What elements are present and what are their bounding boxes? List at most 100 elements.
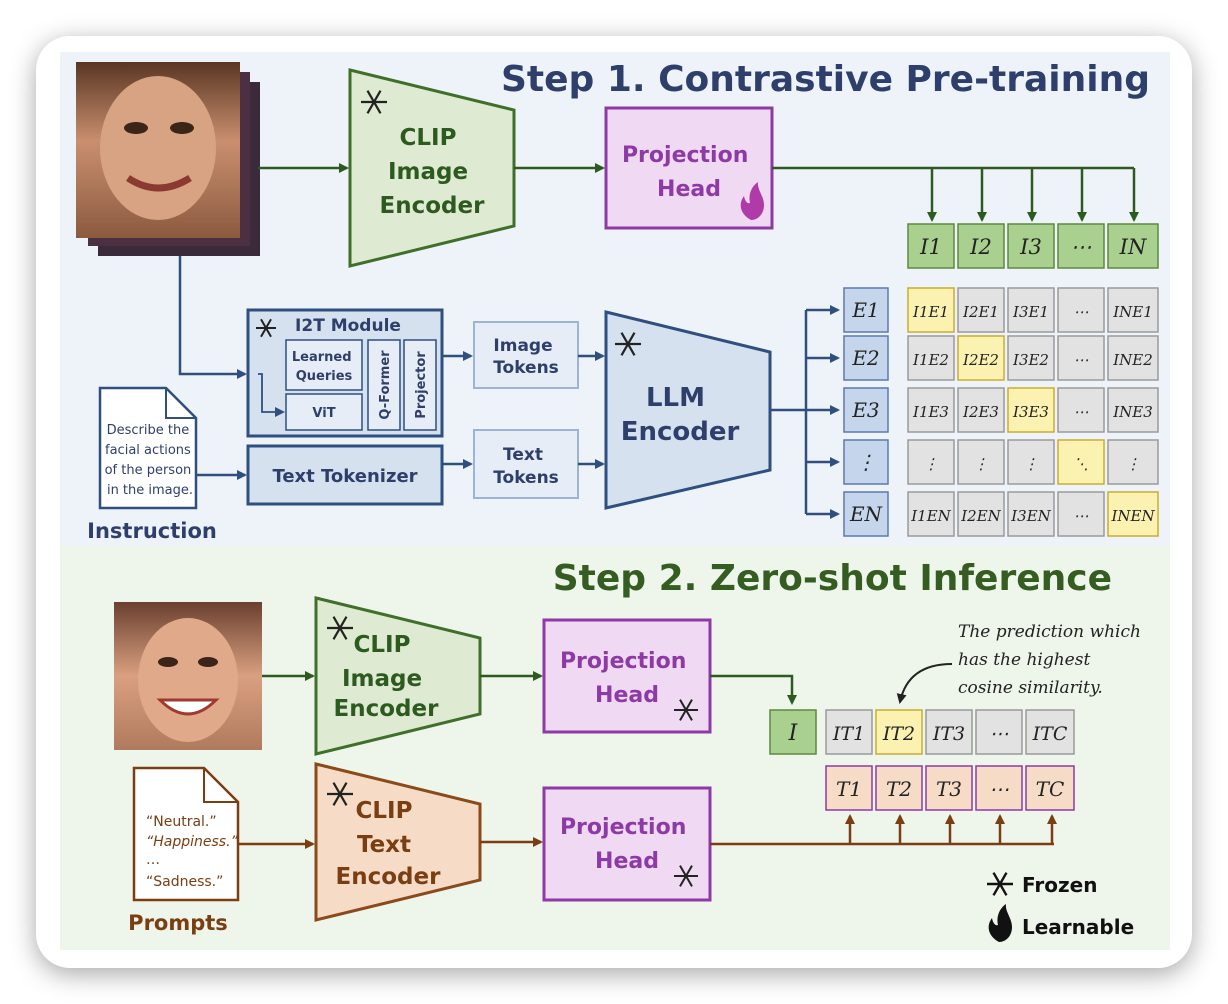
feature-i2: I2 xyxy=(969,235,992,259)
instruction-label: Instruction xyxy=(87,519,217,543)
qformer-box xyxy=(367,339,401,431)
matrix-cell-label: ⋮ xyxy=(1024,455,1039,473)
matrix-cell xyxy=(1007,491,1055,537)
feature-en: EN xyxy=(849,502,884,526)
prompt-item: “Neutral.” xyxy=(146,814,217,830)
learned-queries-box xyxy=(285,339,363,391)
i2t-module-title: I2T Module xyxy=(295,316,401,336)
legend: Frozen Learnable xyxy=(987,872,1134,942)
matrix-cell-label: INE1 xyxy=(1112,303,1153,321)
matrix-cell-label: ⋮ xyxy=(924,455,939,473)
text-feature-label: T3 xyxy=(936,777,962,801)
text-tokens-label: Text xyxy=(503,445,543,465)
image-feature-label: I xyxy=(788,721,799,746)
similarity-cell-label: IT1 xyxy=(832,723,865,745)
snowflake-icon xyxy=(361,90,387,114)
text-feature-cell xyxy=(925,765,973,811)
matrix-cell xyxy=(907,387,955,433)
text-feature-cell xyxy=(825,765,873,811)
similarity-cell-label: ⋯ xyxy=(990,723,1009,745)
matrix-cell-label: ⋯ xyxy=(1074,507,1089,525)
svg-text:Projection Head: Projection Head xyxy=(560,649,694,708)
similarity-cell-label: ITC xyxy=(1032,723,1068,745)
feature-i1: I1 xyxy=(919,235,942,259)
snowflake-icon xyxy=(327,616,353,640)
svg-text:CLIP Image Encoder: CLIP Image Encoder xyxy=(334,632,440,722)
matrix-cell xyxy=(957,287,1005,333)
snowflake-icon xyxy=(327,782,353,806)
projection-head xyxy=(542,618,712,734)
projection-head xyxy=(542,786,712,902)
snowflake-icon xyxy=(256,318,276,338)
similarity-cell-label: IT3 xyxy=(932,723,965,745)
matrix-cell-label: I2EN xyxy=(960,507,1001,525)
matrix-cell-label: INE2 xyxy=(1112,351,1153,369)
matrix-cell xyxy=(957,335,1005,381)
qformer-label: Q-Former xyxy=(378,350,393,420)
svg-text:LLM Encoder: LLM Encoder xyxy=(621,383,740,447)
face-image xyxy=(114,602,262,750)
text-feature-label: T1 xyxy=(836,777,862,801)
vit-label: ViT xyxy=(312,406,335,421)
svg-text:Learned Queries: Learned Queries xyxy=(292,350,356,384)
matrix-cell xyxy=(1107,491,1159,537)
text-tokenizer-box xyxy=(246,444,444,506)
arrow xyxy=(258,373,285,417)
llm-encoder-label: LLM xyxy=(646,383,705,413)
instruction-text: Describe the xyxy=(107,423,190,438)
text-feature-label: TC xyxy=(1036,777,1065,801)
matrix-cell xyxy=(957,387,1005,433)
matrix-cell xyxy=(1107,335,1159,381)
feature-i3: I3 xyxy=(1019,235,1042,259)
snowflake-icon xyxy=(615,332,641,356)
matrix-cell-label: I1E1 xyxy=(912,303,949,321)
svg-text:Projection Head: Projection Head xyxy=(560,815,694,874)
matrix-cell-label: INE3 xyxy=(1112,403,1153,421)
matrix-cell-label: I1EN xyxy=(910,507,951,525)
svg-text:CLIP Text Encoder: CLIP Text Encoder xyxy=(336,798,442,890)
matrix-cell xyxy=(957,491,1005,537)
flame-icon xyxy=(988,904,1012,942)
svg-text:The prediction which has t: The prediction which has the highest cos… xyxy=(958,622,1146,698)
face-image-stack xyxy=(76,62,260,256)
matrix-cell-label: INEN xyxy=(1110,507,1155,525)
snowflake-icon xyxy=(674,699,698,721)
clip-text-encoder-label: CLIP xyxy=(356,798,413,824)
matrix-cell-label: I3E1 xyxy=(1012,303,1049,321)
projector-label: Projector xyxy=(414,351,429,419)
matrix-cell-label: I3E3 xyxy=(1012,403,1049,421)
matrix-cell-label: I2E2 xyxy=(962,351,999,369)
snowflake-icon xyxy=(987,872,1013,896)
text-tokenizer-label: Text Tokenizer xyxy=(272,466,417,487)
matrix-cell-label: ⋯ xyxy=(1074,303,1089,321)
matrix-cell-label: ⋮ xyxy=(1126,455,1141,473)
matrix-cell-label: ⋯ xyxy=(1074,351,1089,369)
snowflake-icon xyxy=(674,865,698,887)
legend-frozen-label: Frozen xyxy=(1022,873,1097,897)
vit-box xyxy=(285,393,363,431)
similarity-cell xyxy=(875,709,923,755)
svg-text:“Neutral.” “Happiness.”: “Neutral.” “Happiness.” … “Sadness.” xyxy=(146,814,242,890)
image-tokens-box xyxy=(473,321,579,389)
text-feature-column xyxy=(843,287,889,537)
matrix-cell-label: I3EN xyxy=(1010,507,1051,525)
matrix-cell-label: ⋯ xyxy=(1074,403,1089,421)
learned-queries-label: Learned xyxy=(292,350,352,365)
matrix-cell xyxy=(1057,491,1105,537)
matrix-cell-label: I3E2 xyxy=(1012,351,1049,369)
matrix-cell xyxy=(1007,335,1055,381)
projector-box xyxy=(403,339,437,431)
legend-learnable-label: Learnable xyxy=(1022,915,1134,939)
clip-image-encoder-label: CLIP xyxy=(354,632,411,658)
matrix-cell xyxy=(1057,287,1105,333)
feature-e-ellipsis: ⋮ xyxy=(856,450,876,474)
annotation-text: The prediction which xyxy=(958,622,1141,642)
projection-head-label: Projection xyxy=(560,815,686,840)
matrix-cell xyxy=(1057,335,1105,381)
matrix-cell xyxy=(1057,387,1105,433)
matrix-cell xyxy=(1107,439,1159,485)
arrow xyxy=(178,256,247,379)
matrix-cell xyxy=(1007,287,1055,333)
